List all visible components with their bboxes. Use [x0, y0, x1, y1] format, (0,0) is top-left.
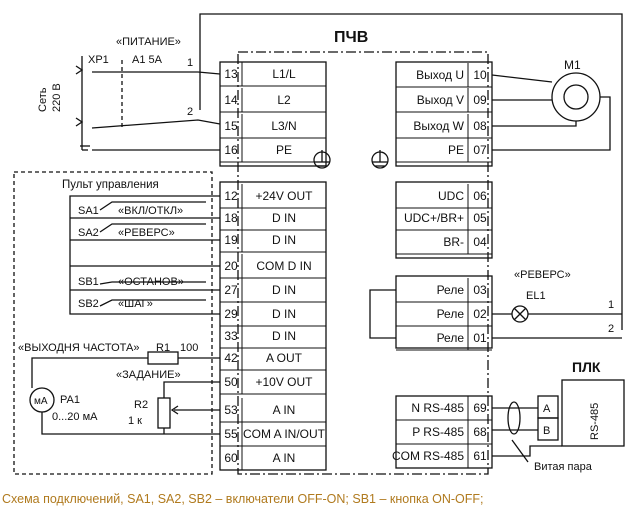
left-terminal-number: 18 — [224, 211, 238, 225]
drive-title: ПЧВ — [334, 29, 368, 46]
right-terminal-label: Реле — [437, 283, 465, 297]
left-terminal-number: 12 — [224, 189, 238, 203]
left-terminal-label: A IN — [273, 403, 296, 417]
left-terminal-label: +24V OUT — [255, 189, 313, 203]
left-terminal-number: 42 — [224, 351, 238, 365]
pa1-label: PA1 — [60, 394, 80, 406]
left-terminal-number: 14 — [224, 93, 238, 107]
diagram-caption: Схема подключений, SA1, SA2, SB2 – включ… — [2, 492, 484, 506]
plc-interface-label: RS-485 — [589, 403, 601, 440]
left-terminal-label: D IN — [272, 233, 296, 247]
right-terminal-label: COM RS-485 — [392, 449, 464, 463]
right-terminal-number: 06 — [473, 189, 487, 203]
meter-symbol: мА — [34, 396, 48, 407]
left-terminal-label: COM D IN — [256, 259, 311, 273]
left-terminal-number: 15 — [224, 119, 238, 133]
right-terminal-number: 69 — [473, 401, 487, 415]
left-terminal-number: 60 — [224, 451, 238, 465]
right-terminal-number: 68 — [473, 425, 487, 439]
breaker-label: A1 5A — [132, 54, 163, 66]
sb2-function-label: «ШАГ» — [118, 298, 153, 310]
left-terminal-number: 27 — [224, 283, 238, 297]
supply-wire-2-label: 2 — [187, 106, 193, 118]
left-terminal-label: L1/L — [272, 67, 296, 81]
relay-wire-1-label: 1 — [608, 299, 614, 311]
right-terminal-number: 10 — [473, 68, 487, 82]
sa2-function-label: «РЕВЕРС» — [118, 227, 175, 239]
left-terminal-number: 53 — [224, 403, 238, 417]
right-terminal-number: 61 — [473, 449, 487, 463]
plc-terminal-a: A — [543, 403, 551, 415]
left-terminal-number: 16 — [224, 143, 238, 157]
right-terminal-number: 03 — [473, 283, 487, 297]
right-terminal-label: BR- — [443, 235, 464, 249]
right-terminal-number: 08 — [473, 119, 487, 133]
mains-label-line2: 220 В — [51, 83, 63, 112]
r1-label: R1 — [156, 342, 170, 354]
right-terminal-label: UDC+/BR+ — [404, 211, 464, 225]
right-terminal-label: PE — [448, 143, 464, 157]
sa1-label: SA1 — [78, 205, 99, 217]
right-terminal-label: Выход V — [417, 93, 464, 107]
right-terminal-number: 02 — [473, 307, 487, 321]
left-terminal-block: 13 L1/L 14 L2 15 L3/N 16 PE 12 +24V OUT 18 D IN 19 D … — [220, 62, 326, 471]
left-terminal-label: L3/N — [271, 119, 296, 133]
left-terminal-label: D IN — [272, 329, 296, 343]
left-terminal-number: 33 — [224, 329, 238, 343]
motor-label: M1 — [564, 58, 581, 72]
left-terminal-number: 29 — [224, 307, 238, 321]
left-terminal-number: 19 — [224, 233, 238, 247]
r1-value: 100 — [180, 342, 198, 354]
left-terminal-label: COM A IN/OUT — [243, 427, 326, 441]
supply-wire-1-label: 1 — [187, 57, 193, 69]
right-terminal-label: Выход U — [416, 68, 464, 82]
left-terminal-label: L2 — [277, 93, 291, 107]
sb1-label: SB1 — [78, 276, 99, 288]
left-terminal-number: 13 — [224, 67, 238, 81]
plc-terminal-b: B — [543, 425, 550, 437]
left-terminal-label: PE — [276, 143, 292, 157]
right-terminal-label: N RS-485 — [411, 401, 464, 415]
mains-label-line1: Сеть — [37, 87, 49, 112]
left-terminal-label: D IN — [272, 283, 296, 297]
left-terminal-number: 20 — [224, 259, 238, 273]
sb1-function-label: «ОСТАНОВ» — [118, 276, 184, 288]
left-terminal-label: +10V OUT — [255, 375, 313, 389]
left-terminal-label: D IN — [272, 211, 296, 225]
pa1-range: 0...20 мА — [52, 411, 98, 423]
right-terminal-label: UDC — [438, 189, 464, 203]
reverse-lamp-label: «РЕВЕРС» — [514, 269, 571, 281]
sa1-function-label: «ВКЛ/ОТКЛ» — [118, 205, 183, 217]
plc-title: ПЛК — [572, 359, 601, 375]
left-terminal-number: 55 — [224, 427, 238, 441]
right-terminal-label: Реле — [437, 331, 465, 345]
left-terminal-label: A OUT — [266, 351, 303, 365]
r2-value: 1 к — [128, 415, 142, 427]
supply-label: «ПИТАНИЕ» — [116, 36, 181, 48]
right-terminal-label: Выход W — [413, 119, 464, 133]
left-terminal-label: A IN — [273, 451, 296, 465]
sa2-label: SA2 — [78, 227, 99, 239]
left-terminal-number: 50 — [224, 375, 238, 389]
lamp-label: EL1 — [526, 290, 546, 302]
twisted-pair-label: Витая пара — [534, 461, 593, 473]
output-frequency-label: «ВЫХОДНЯ ЧАСТОТА» — [18, 342, 139, 354]
setpoint-label: «ЗАДАНИЕ» — [116, 369, 181, 381]
right-terminal-number: 01 — [473, 331, 487, 345]
right-terminal-number: 04 — [473, 235, 487, 249]
right-terminal-label: Реле — [437, 307, 465, 321]
control-panel-title: Пульт управления — [62, 179, 159, 191]
right-terminal-label: P RS-485 — [412, 425, 464, 439]
right-terminal-number: 05 — [473, 211, 487, 225]
relay-wire-2-label: 2 — [608, 323, 614, 335]
connector-label: XP1 — [88, 54, 109, 66]
sb2-label: SB2 — [78, 298, 99, 310]
right-terminal-number: 07 — [473, 143, 487, 157]
right-terminal-number: 09 — [473, 93, 487, 107]
left-terminal-label: D IN — [272, 307, 296, 321]
r2-label: R2 — [134, 399, 148, 411]
